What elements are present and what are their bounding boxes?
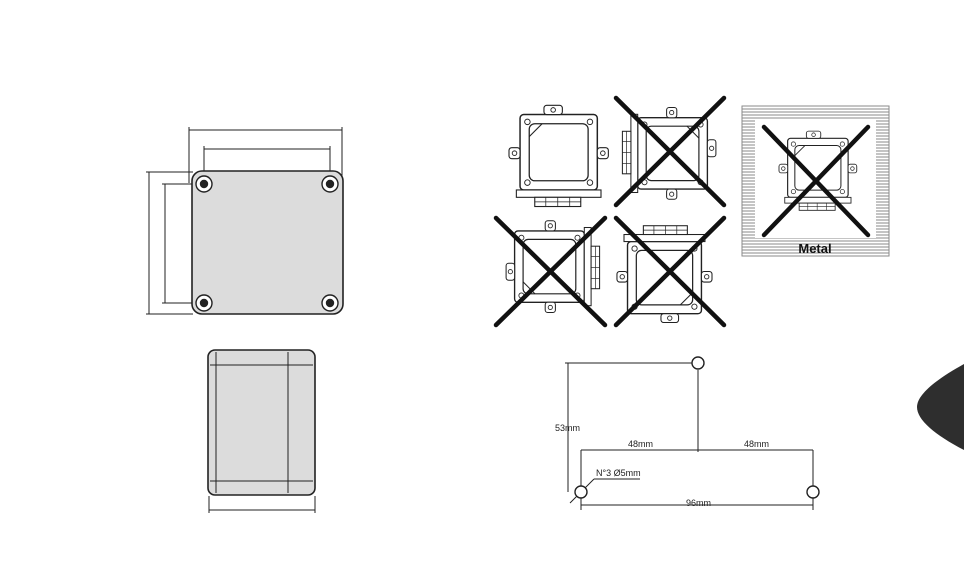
drill-hole-bottom-right xyxy=(807,486,819,498)
enclosure-side xyxy=(208,350,315,495)
enclosure-front xyxy=(192,171,343,314)
orientation-metal-enclosure-crossed: Metal xyxy=(742,106,889,256)
orientation-rotated-left-crossed xyxy=(496,218,605,325)
front-view xyxy=(146,127,343,314)
dim-label-height: 53mm xyxy=(555,423,580,433)
drill-hole-top xyxy=(692,357,704,369)
dimension-line-side xyxy=(209,496,315,513)
drilling-template: 53mm 48mm 48mm 96mm N°3 Ø5mm xyxy=(555,357,819,511)
metal-label: Metal xyxy=(798,241,831,256)
hole-note: N°3 Ø5mm xyxy=(596,468,641,478)
dim-label-right-half: 48mm xyxy=(744,439,769,449)
drill-hole-bottom-left xyxy=(575,486,587,498)
orientation-guide: Metal xyxy=(496,98,889,325)
orientation-upside-down-crossed xyxy=(616,218,724,325)
dim-label-left-half: 48mm xyxy=(628,439,653,449)
orientation-upright-allowed xyxy=(509,105,608,206)
orientation-rotated-right-crossed xyxy=(616,98,724,205)
side-tab xyxy=(917,364,964,450)
dim-label-total-width: 96mm xyxy=(686,498,711,508)
side-view xyxy=(208,350,315,513)
